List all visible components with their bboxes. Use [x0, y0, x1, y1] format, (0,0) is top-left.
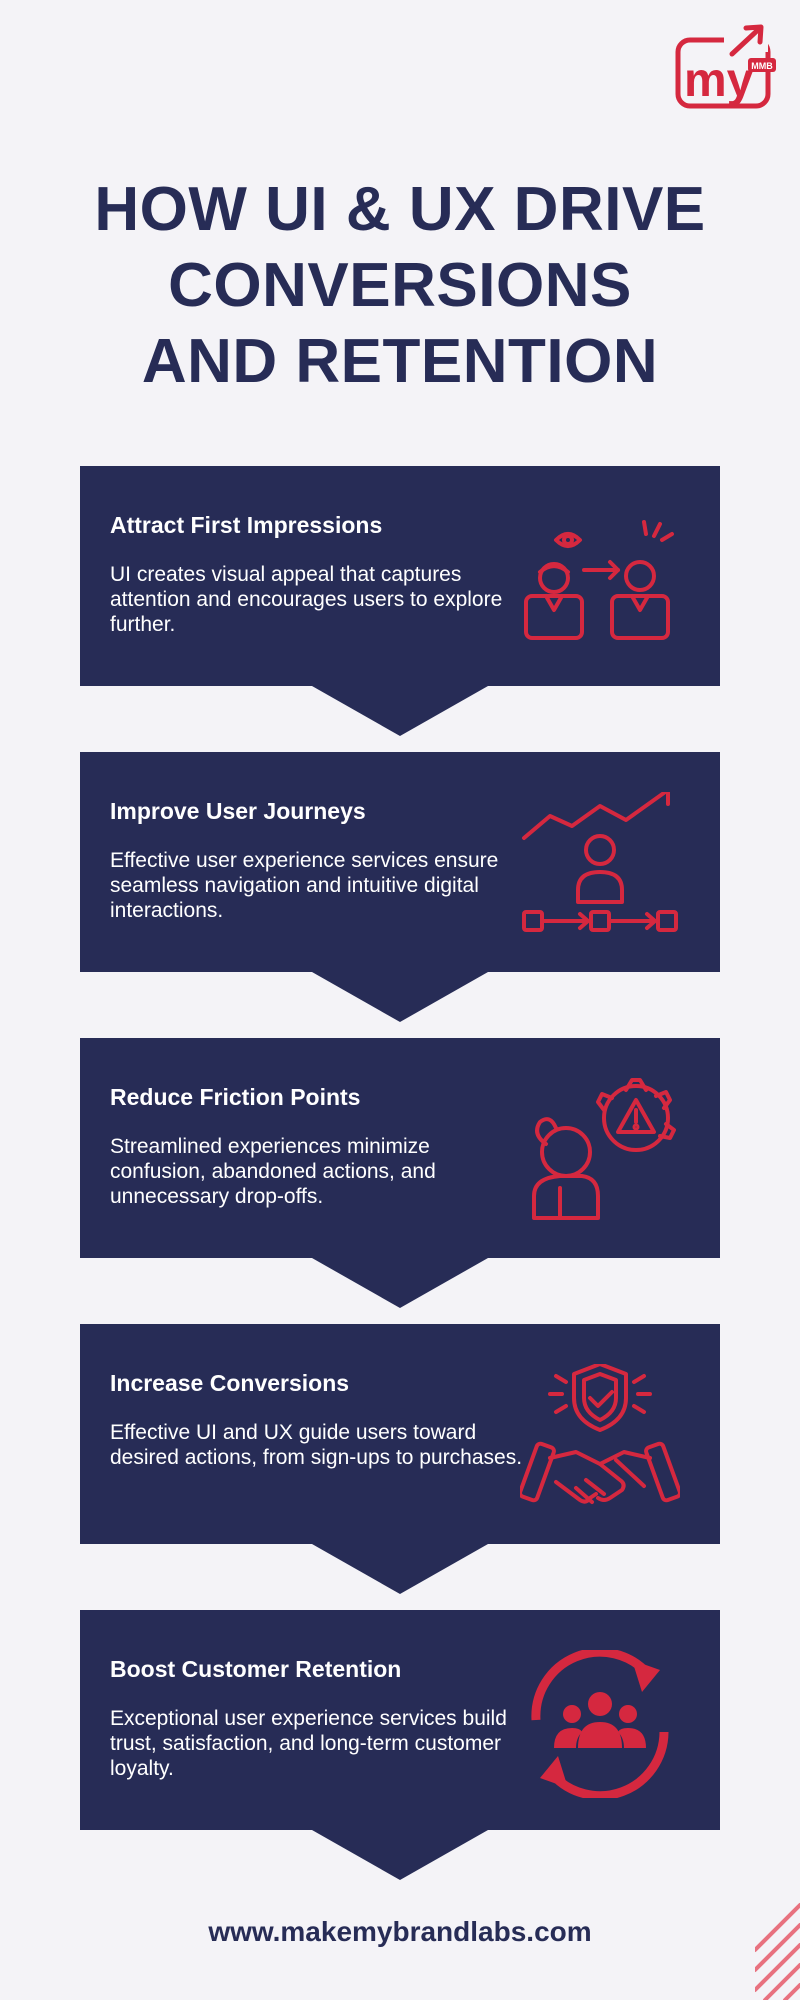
step-title: Reduce Friction Points	[110, 1084, 361, 1110]
step-description: Effective user experience services ensur…	[110, 849, 499, 922]
brand-logo[interactable]: my MMB	[674, 24, 778, 112]
step-description: Streamlined experiences minimize confusi…	[110, 1135, 436, 1208]
title-line-2: CONVERSIONS	[168, 251, 632, 320]
handshake-shield-icon	[520, 1364, 680, 1504]
title-line-1: HOW UI & UX DRIVE	[94, 175, 706, 244]
logo-wordmark: my	[684, 54, 754, 107]
decorative-stripes	[755, 1903, 800, 2000]
step-description: UI creates visual appeal that captures a…	[110, 563, 503, 636]
confused-user-warning-icon	[532, 1078, 676, 1220]
step-card-increase-conversions: Increase Conversions Effective UI and UX…	[80, 1324, 720, 1544]
customer-cycle-icon	[531, 1650, 669, 1798]
page-title: HOW UI & UX DRIVE CONVERSIONS AND RETENT…	[0, 172, 800, 400]
title-line-3: AND RETENTION	[141, 327, 659, 396]
step-title: Improve User Journeys	[110, 798, 366, 824]
step-description: Exceptional user experience services bui…	[110, 1707, 507, 1780]
step-card-reduce-friction-points: Reduce Friction Points Streamlined exper…	[80, 1038, 720, 1258]
website-url[interactable]: www.makemybrandlabs.com	[208, 1916, 592, 1947]
step-title: Increase Conversions	[110, 1370, 350, 1396]
step-card-improve-user-journeys: Improve User Journeys Effective user exp…	[80, 752, 720, 972]
logo-badge: MMB	[751, 61, 773, 71]
step-description: Effective UI and UX guide users toward d…	[110, 1421, 523, 1469]
user-journey-icon	[522, 792, 678, 932]
step-title: Attract First Impressions	[110, 512, 383, 538]
step-title: Boost Customer Retention	[110, 1656, 402, 1682]
step-card-attract-first-impressions: Attract First Impressions UI creates vis…	[80, 466, 720, 686]
user-attention-icon	[524, 520, 674, 640]
step-card-boost-customer-retention: Boost Customer Retention Exceptional use…	[80, 1610, 720, 1830]
